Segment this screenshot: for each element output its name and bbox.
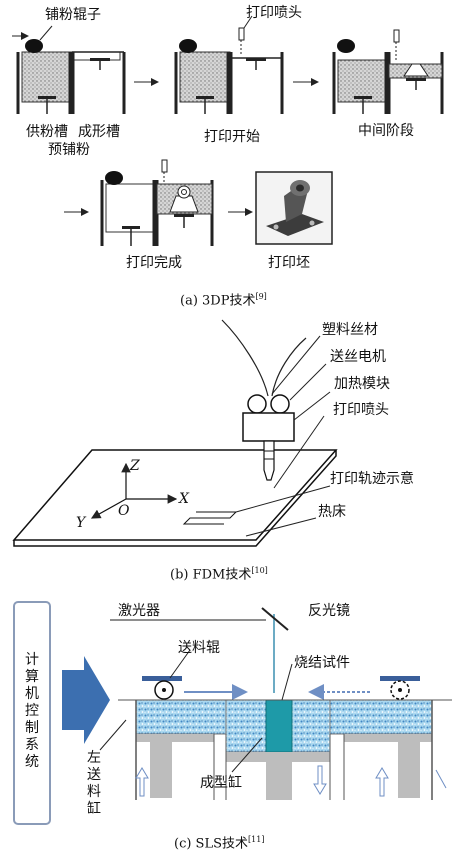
motor-wheel-left-icon — [247, 394, 267, 414]
label-print-start: 打印开始 — [204, 129, 260, 145]
caption-a: (a) 3DP技术[9] — [180, 292, 267, 309]
label-heated-bed: 热床 — [318, 504, 346, 520]
label-prespread: 预铺粉 — [48, 142, 90, 158]
label-print-done: 打印完成 — [126, 255, 182, 271]
roller-icon — [25, 39, 43, 53]
label-print-track: 打印轨迹示意 — [330, 471, 414, 487]
label-left-feed-cylinder: 左送料缸 — [87, 750, 101, 817]
label-filament: 塑料丝材 — [322, 322, 378, 338]
caption-b-ref: [10] — [251, 566, 268, 575]
axis-x-label: X — [179, 491, 189, 507]
motor-wheel-right-icon — [270, 394, 290, 414]
caption-c-text: (c) SLS技术 — [174, 836, 249, 852]
stage-middle — [332, 29, 444, 114]
big-arrow-icon — [62, 656, 110, 744]
label-feed-roller: 送料辊 — [178, 640, 220, 656]
stage-prespread — [12, 25, 126, 114]
heated-bed — [12, 449, 338, 541]
caption-c-ref: [11] — [248, 835, 265, 844]
label-roller: 铺粉辊子 — [45, 7, 101, 23]
label-middle-stage: 中间阶段 — [358, 123, 414, 139]
nozzle-icon — [238, 27, 245, 41]
filament-line — [221, 319, 269, 397]
label-heater: 加热模块 — [334, 376, 390, 392]
caption-b-text: (b) FDM技术 — [170, 567, 252, 583]
caption-c: (c) SLS技术[11] — [174, 835, 265, 852]
label-motor: 送丝电机 — [330, 349, 386, 365]
label-build-cylinder: 成型缸 — [200, 775, 242, 791]
caption-b: (b) FDM技术[10] — [170, 566, 268, 583]
axis-z-label: Z — [130, 458, 140, 474]
origin-label: O — [118, 503, 130, 519]
panel-a-3dp — [12, 15, 444, 246]
label-mirror: 反光镜 — [308, 603, 350, 619]
axis-y-label: Y — [76, 515, 86, 531]
label-nozzle-b: 打印喷头 — [333, 402, 389, 418]
panel-c-sls — [13, 601, 452, 825]
caption-a-ref: [9] — [255, 292, 267, 301]
mirror-icon — [261, 607, 289, 631]
label-build-tank: 成形槽 — [78, 124, 120, 140]
label-computer-control: 计算机控制系统 — [25, 652, 39, 770]
fdm-nozzle-icon — [263, 440, 275, 481]
printed-part-photo — [255, 171, 333, 245]
stage-done — [100, 159, 214, 246]
label-laser: 激光器 — [118, 603, 160, 619]
caption-a-text: (a) 3DP技术 — [180, 293, 256, 309]
computer-control-box — [13, 601, 51, 825]
label-sintered-part: 烧结试件 — [294, 655, 350, 671]
print-track — [182, 511, 238, 525]
label-supply-tank: 供粉槽 — [26, 124, 68, 140]
panel-b-fdm — [12, 319, 338, 547]
stage-start — [174, 15, 284, 114]
heater-block — [242, 412, 295, 442]
label-print-blank: 打印坯 — [268, 255, 310, 271]
label-nozzle-a: 打印喷头 — [246, 5, 302, 21]
sintered-part — [265, 699, 293, 753]
